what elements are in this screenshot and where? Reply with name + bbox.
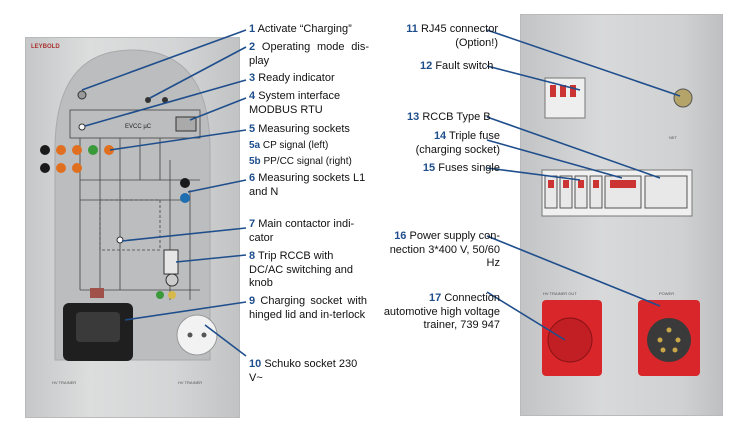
- net-label: NET: [669, 135, 677, 140]
- fault-switch-lever-1[interactable]: [550, 85, 556, 97]
- fuse-lever-3: [578, 180, 584, 188]
- power-pin-2: [657, 337, 663, 343]
- schuko-pin-right: [201, 332, 207, 338]
- power-label: POWER: [659, 291, 675, 296]
- pp-cc-signal-socket[interactable]: [104, 145, 114, 155]
- measuring-socket-black-2[interactable]: [40, 163, 50, 173]
- hv-trainer-socket-face: [547, 317, 593, 363]
- fuse-lever-1: [548, 180, 554, 188]
- fuse-switches: [544, 175, 688, 209]
- fuse-lever-2: [563, 180, 569, 188]
- legend-11: 11 RJ45 connector (Option!): [406, 23, 498, 49]
- pe-socket[interactable]: [90, 288, 104, 298]
- hv-trainer-label-left: HV TRAINER: [52, 380, 77, 385]
- legend-3: 3 Ready indicator: [249, 72, 335, 84]
- ground-socket-2[interactable]: [168, 291, 176, 299]
- rccb-knob[interactable]: [165, 273, 179, 287]
- controller-label: EVCC µC: [125, 124, 152, 130]
- legend-5b: 5b PP/CC signal (right): [249, 156, 352, 167]
- legend-7: 7 Main contactor indi-cator: [249, 218, 355, 244]
- legend-9: 9 Charging socket with hinged lid and in…: [249, 295, 367, 321]
- measuring-socket-orange-4[interactable]: [72, 163, 82, 173]
- fault-switch[interactable]: [544, 77, 586, 119]
- legend-13: 13 RCCB Type B: [407, 111, 491, 123]
- legend-2: 2 Operating mode dis-play: [249, 41, 369, 67]
- measuring-socket-orange-1[interactable]: [56, 145, 66, 155]
- power-plug-face: [647, 318, 691, 362]
- schuko-pin-left: [187, 332, 193, 338]
- measuring-socket-orange-3[interactable]: [56, 163, 66, 173]
- legend-10: 10 Schuko socket 230 V~: [249, 358, 358, 384]
- legend-5: 5 Measuring sockets: [249, 123, 350, 135]
- power-pin-4: [660, 347, 666, 353]
- ready-indicator: [78, 123, 86, 131]
- legend-8: 8 Trip RCCB with DC/AC switching and kno…: [249, 250, 353, 289]
- measuring-socket-black-1[interactable]: [40, 145, 50, 155]
- cp-signal-socket[interactable]: [88, 145, 98, 155]
- legend-16: 16 Power supply con-nection 3*400 V, 50/…: [389, 230, 500, 269]
- measuring-socket-orange-2[interactable]: [72, 145, 82, 155]
- fault-switch-lever-2[interactable]: [560, 85, 566, 97]
- charging-socket-lid[interactable]: [76, 312, 120, 342]
- ground-socket[interactable]: [156, 291, 164, 299]
- measuring-socket-n[interactable]: [180, 193, 190, 203]
- trainer-out-label: HV TRAINER OUT: [543, 291, 577, 296]
- legend-14: 14 Triple fuse (charging socket): [415, 130, 500, 156]
- legend-6: 6 Measuring sockets L1 and N: [249, 172, 366, 198]
- triple-fuse-lever: [610, 180, 636, 188]
- main-contactor-indicator: [116, 236, 124, 244]
- leader-lines: [81, 29, 681, 357]
- legend-17: 17 Connection automotive high voltage tr…: [383, 292, 500, 331]
- brand-logo: LEYBOLD: [31, 44, 60, 50]
- legend-1: 1 Activate “Charging”: [249, 23, 352, 35]
- modbus-connector[interactable]: [175, 116, 197, 132]
- schuko-socket[interactable]: [176, 314, 218, 356]
- power-pin-3: [675, 337, 681, 343]
- power-pin-1: [666, 327, 672, 333]
- legend-4: 4 System interface MODBUS RTU: [249, 90, 341, 116]
- rccb-type-b[interactable]: [644, 175, 688, 209]
- rj45-connector[interactable]: [673, 88, 693, 108]
- mode-display-indicator-2: [162, 97, 168, 103]
- fuse-lever-4: [593, 180, 599, 188]
- measuring-socket-l1[interactable]: [180, 178, 190, 188]
- fault-switch-lever-3[interactable]: [570, 85, 576, 97]
- mode-display-indicator: [145, 97, 151, 103]
- legend-15: 15 Fuses single: [422, 162, 500, 174]
- legend-5a: 5a CP signal (left): [249, 140, 329, 151]
- power-pin-5: [672, 347, 678, 353]
- legend-12: 12 Fault switch: [420, 60, 494, 72]
- trip-rccb[interactable]: [163, 249, 179, 275]
- charging-switch[interactable]: [77, 90, 87, 100]
- hv-trainer-label-right: HV TRAINER: [178, 380, 203, 385]
